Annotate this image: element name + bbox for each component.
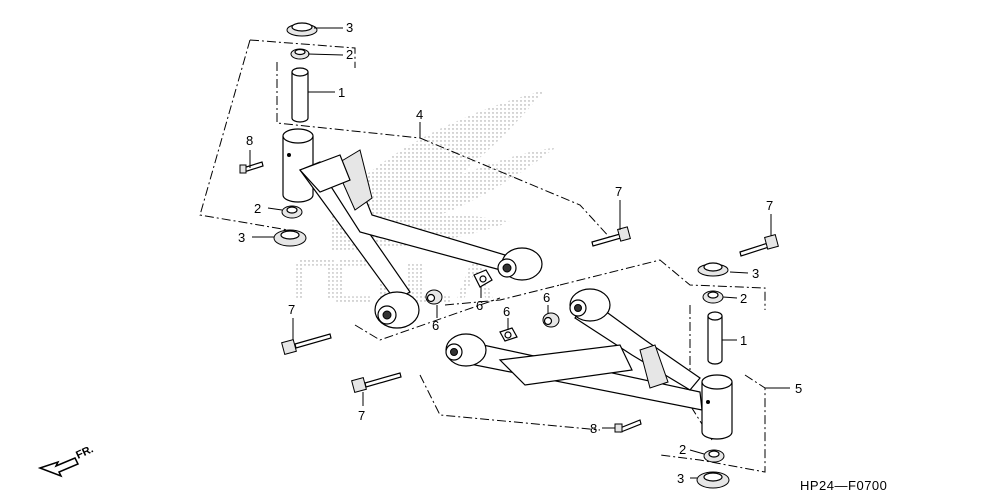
front-direction-indicator: FR. (37, 443, 95, 478)
callout-8-lower: 8 (590, 421, 597, 436)
front-label: FR. (74, 443, 95, 461)
callout-7-lower-left: 7 (358, 408, 365, 423)
lower-arm-assembly (351, 234, 779, 489)
callout-2-upper-bottom: 2 (254, 201, 261, 216)
diagram-code: HP24—F0700 (800, 478, 887, 493)
callout-4: 4 (416, 107, 423, 122)
callout-6-collar-lower: 6 (543, 290, 550, 305)
callout-7-upper-right: 7 (615, 184, 622, 199)
callout-7-far-right: 7 (766, 198, 773, 213)
leader-lines (249, 27, 790, 479)
callout-1-upper: 1 (338, 85, 345, 100)
callout-1-lower: 1 (740, 333, 747, 348)
callout-labels: 3 2 1 4 8 2 3 7 7 3 2 1 5 7 7 6 6 6 6 8 … (238, 20, 802, 486)
callout-3-lower-top: 3 (752, 266, 759, 281)
callout-3-upper-bottom: 3 (238, 230, 245, 245)
callout-3-lower-bottom: 3 (677, 471, 684, 486)
front-arrow-icon (37, 457, 80, 478)
callout-7-left: 7 (288, 302, 295, 317)
callout-6-nut-lower: 6 (503, 304, 510, 319)
callout-8-upper: 8 (246, 133, 253, 148)
callout-2-upper-top: 2 (346, 47, 353, 62)
callout-5: 5 (795, 381, 802, 396)
callout-2-lower-bottom: 2 (679, 442, 686, 457)
callout-3-upper-top: 3 (346, 20, 353, 35)
callout-6-nut-upper: 6 (476, 298, 483, 313)
upper-arm-assembly (199, 22, 631, 355)
callout-6-collar-upper: 6 (432, 318, 439, 333)
callout-2-lower-top: 2 (740, 291, 747, 306)
